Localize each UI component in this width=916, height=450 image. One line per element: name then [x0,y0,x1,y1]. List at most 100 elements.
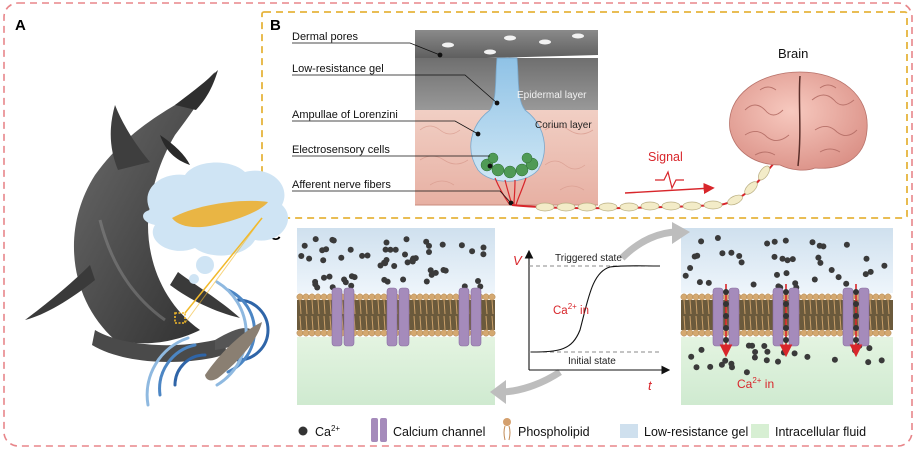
calcium-ion [774,271,780,278]
calcium-ion [298,253,305,259]
lipid-head [692,329,700,337]
calcium-channel-half [398,287,410,347]
calcium-ion [804,353,811,360]
legend-ca-label: Ca2+ [315,424,340,439]
calcium-ion [387,246,394,253]
lipid-tail [437,315,440,331]
lipid-tail [449,315,452,331]
label-ampullae: Ampullae of Lorenzini [292,109,398,121]
lipid-tail [833,299,836,315]
lipid-head [440,293,448,301]
legend-calcium-channel-label: Calcium channel [393,425,485,439]
lipid-tail [419,299,422,315]
lipid-tail [701,315,704,331]
calcium-ion [843,280,850,287]
calcium-ion [426,242,432,249]
lipid-head [884,293,892,301]
lipid-tail [449,299,452,315]
lipid-head [806,293,814,301]
lipid-head [416,293,424,301]
calcium-ion [751,354,758,361]
calcium-ion [348,282,355,289]
lipid-head [320,293,328,301]
lipid-head [818,329,826,337]
calcium-ion [458,242,465,249]
calcium-ion [364,252,371,259]
calcium-ion [326,273,333,280]
lipid-tail [377,315,380,331]
calcium-channel-half [728,287,740,347]
lipid-tail [749,315,752,331]
lipid-head [752,293,760,301]
lipid-tail [359,299,362,315]
skin-block [415,30,598,206]
calcium-ion [480,251,487,258]
calcium-ion [853,325,859,331]
calcium-ion [440,267,447,273]
calcium-ion [691,253,698,260]
nerve-cable [511,161,776,212]
calcium-ion [314,284,321,291]
lipid-tail [803,299,806,315]
lipid-head [746,293,754,301]
lipid-head [314,329,322,337]
calcium-ion [698,346,705,353]
legend-phospholipid-label: Phospholipid [518,425,590,439]
lipid-head [380,293,388,301]
calcium-ion [688,353,695,360]
prey-fish [205,322,262,381]
calcium-ion [853,337,859,343]
lipid-tail [803,315,806,331]
lipid-head [872,329,880,337]
lipid-tail [311,315,314,331]
calcium-ion [736,253,743,259]
brain-illustration [729,71,868,171]
calcium-ions [298,235,888,376]
lipid-tail [881,315,884,331]
panel-b-leader-lines [292,42,514,206]
voltage-graph [524,249,671,375]
calcium-ion [783,301,789,307]
calcium-ion [743,369,750,376]
calcium-ion [750,281,757,288]
calcium-ion [866,345,873,352]
lipid-tail [359,315,362,331]
lipid-head [758,329,766,337]
lipid-tail [323,299,326,315]
lipid-head [374,293,382,301]
lipid-head [446,329,454,337]
lipid-tail [431,315,434,331]
lipid-tail [455,299,458,315]
calcium-ion [775,358,781,365]
thought-bubble [143,162,289,284]
calcium-ion [853,301,859,307]
brain-label: Brain [778,46,808,61]
lipid-tail [299,299,302,315]
calcium-ion [469,248,476,255]
lipid-tail [431,299,434,315]
lipid-head [764,293,772,301]
lipid-tail [329,315,332,331]
lipid-head [812,293,820,301]
calcium-channel-half [788,287,800,347]
initial-state-label: Initial state [568,356,616,367]
calcium-ion [783,270,790,277]
calcium-ion [348,273,355,280]
panel-letter-a: A [15,17,26,34]
calcium-ion [771,238,778,245]
calcium-ion [402,251,408,258]
calcium-ion [698,238,705,245]
calcium-ion [782,237,789,244]
connector-line-lower [184,217,263,324]
lipid-head [698,329,706,337]
connector-line-upper [184,217,263,314]
transition-arrow-up [619,228,679,261]
calcium-ion [723,301,729,307]
lipid-head [704,293,712,301]
calcium-ion [480,244,487,251]
calcium-ion [723,325,729,331]
lipid-tail [755,315,758,331]
calcium-ion [347,246,354,253]
lipid-head [740,293,748,301]
lipid-head [692,293,700,301]
